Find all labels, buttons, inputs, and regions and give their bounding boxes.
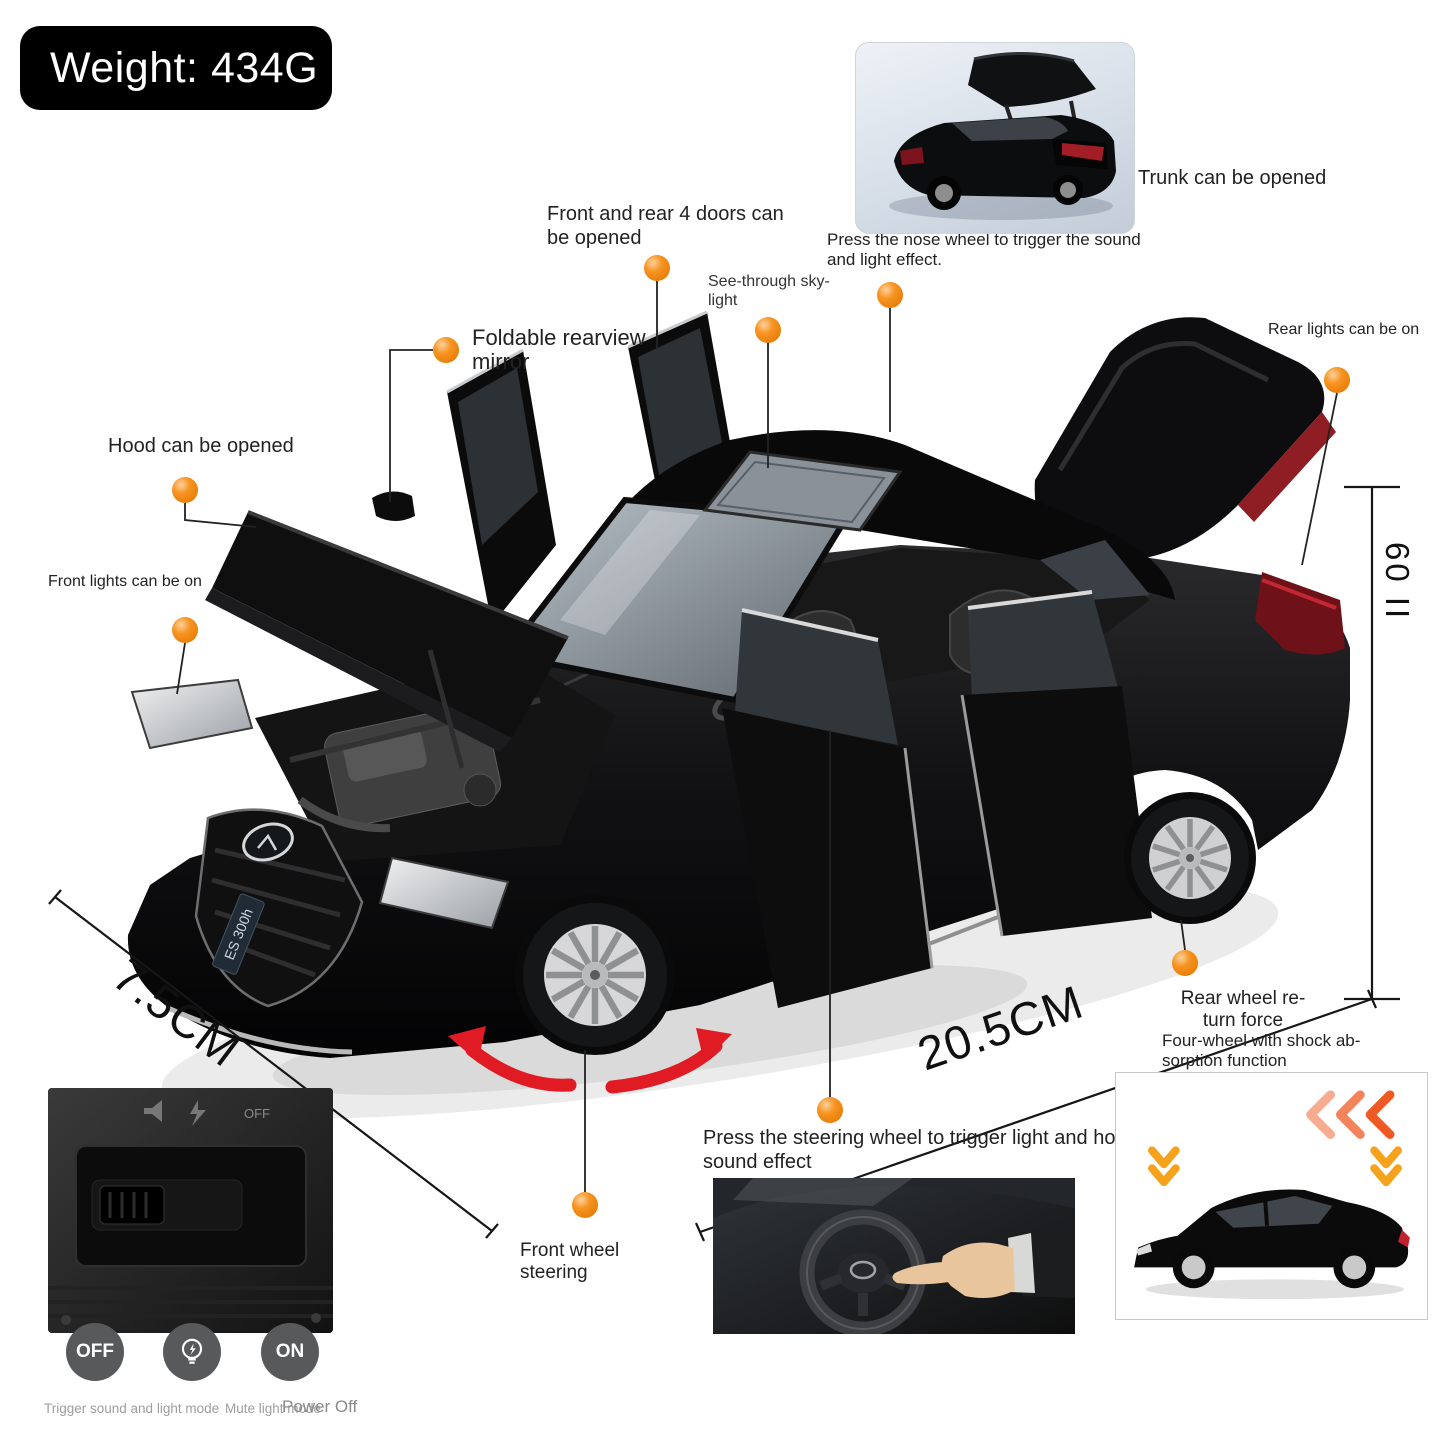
front-wheel [515,895,675,1055]
callout-label-rear-wheel: Rear wheel re- turn force [1180,988,1306,1032]
trunk-lid-taillight [1238,412,1336,522]
callout-marker-steering [817,1097,843,1123]
sunroof [702,450,903,532]
headlight-near [378,856,510,930]
callout-markers [172,255,1350,1218]
down-arrows-icon [1148,1146,1402,1187]
callout-label-skylight: See-through sky- light [708,273,830,309]
caption-power-off: Power Off [282,1397,358,1416]
callout-marker-rear-wheel [1172,950,1198,976]
bumper-chrome [166,1005,353,1055]
callout-label-rear-lights: Rear lights can be on [1268,321,1420,338]
mode-on-label: ON [275,1341,305,1362]
callout-marker-hood [172,477,198,503]
callout-marker-doors [644,255,670,281]
inset-hand [941,1242,1015,1298]
inset-trunk-lid [968,53,1096,107]
car-illustration: ES 300h [127,310,1350,1058]
steering-press-photo [713,1178,1075,1334]
dimension-lines [48,485,1400,1242]
headlight-far [130,678,254,750]
shock-absorption-photo [1115,1072,1428,1320]
callout-label-hood: Hood can be opened [108,435,294,457]
light-mode-icon [163,1323,221,1381]
bulb-lightning-icon [181,1338,203,1364]
callout-label-nose-wheel: Press the nose wheel to trigger the soun… [827,230,1141,270]
far-rearview-mirror [372,491,415,521]
weight-badge: Weight: 434G [20,26,332,110]
callout-label-steering-press: Press the steering wheel to trigger ligh… [703,1127,1134,1173]
callout-marker-skylight [755,317,781,343]
callout-label-mirror: Foldable rearview mirror [472,325,646,374]
mode-off-label: OFF [76,1341,114,1362]
caption-trigger-mode: Trigger sound and light mode [44,1401,220,1416]
switch-off-text: OFF [244,1106,270,1121]
mode-off-icon: OFF [66,1323,124,1381]
power-switch-photo: OFF [48,1088,333,1333]
trunk-open-photo [855,42,1135,234]
front-fascia: ES 300h [130,678,510,1055]
inset-side-car [1134,1189,1409,1268]
lightning-icon [190,1100,206,1126]
rear-wheel [1124,792,1256,924]
callout-label-front-steering: Front wheel steering [520,1240,620,1284]
callout-label-trunk: Trunk can be opened [1138,167,1327,189]
tail-light [1255,572,1345,655]
callout-marker-mirror [433,337,459,363]
mode-on-icon: ON [261,1323,319,1381]
hood-open [205,510,569,769]
caption-mute-mode: Mute light mode [225,1401,322,1416]
rebound-chevrons-icon [1306,1090,1395,1139]
hood-prop-rod [427,649,465,769]
slider-knob [99,1185,165,1225]
callout-label-doors: Front and rear 4 doors can be opened [547,203,784,249]
callout-lines [176,281,1338,1192]
callout-marker-nose-wheel [877,282,903,308]
brand-logo [242,822,294,862]
steering-arrows-icon [448,1026,732,1094]
callout-label-front-lights: Front lights can be on [48,573,202,590]
speaker-icon [144,1100,162,1122]
rear-quarter-glass [1040,540,1150,600]
callout-marker-front-steering [572,1192,598,1218]
callout-marker-rear-lights [1324,367,1350,393]
callout-label-shock: Four-wheel with shock ab- sorption funct… [1162,1031,1361,1071]
trunk-lid-open [1034,317,1336,558]
far-doors-open [446,310,737,625]
callout-marker-front-lights [172,617,198,643]
dimension-height: 60 II [1379,542,1416,622]
near-front-door-open [722,608,934,1008]
near-rear-door-open [960,590,1152,937]
